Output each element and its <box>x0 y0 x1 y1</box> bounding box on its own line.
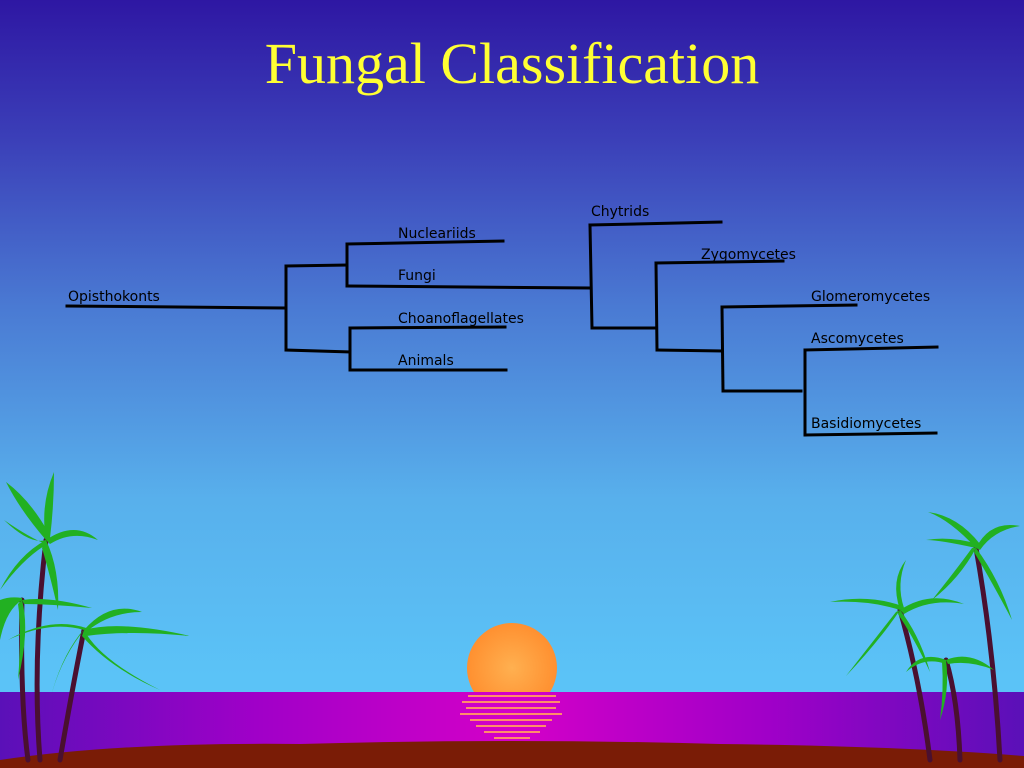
node-zygo <box>654 261 659 352</box>
branch-glomeromycetes <box>720 303 858 309</box>
label-choanoflagellates: Choanoflagellates <box>398 311 524 327</box>
island-ground <box>0 741 1024 768</box>
label-chytrids: Chytrids <box>591 204 650 220</box>
branch-lower-clade <box>284 348 352 354</box>
label-nucleariids: Nucleariids <box>398 226 476 242</box>
label-glomeromycetes: Glomeromycetes <box>811 289 931 305</box>
sun-reflection <box>460 695 562 739</box>
branch-choanoflagellates <box>348 325 507 330</box>
label-animals: Animals <box>398 353 454 369</box>
left-palm-trees <box>0 472 190 763</box>
label-fungi: Fungi <box>398 268 436 284</box>
right-palm-trees <box>830 512 1020 763</box>
node-glomero <box>720 305 725 393</box>
branch-chytrids <box>588 220 723 227</box>
node-fungi <box>588 223 594 330</box>
branch-nucleariids <box>345 239 505 246</box>
label-ascomycetes: Ascomycetes <box>811 331 904 347</box>
branch-zygo-inner <box>655 348 724 353</box>
branch-basidiomycetes <box>803 431 938 437</box>
label-zygomycetes: Zygomycetes <box>701 247 796 263</box>
slide-title: Fungal Classification <box>264 31 760 96</box>
branch-ascomycetes <box>803 345 939 352</box>
label-opisthokonts: Opisthokonts <box>68 289 160 305</box>
sun <box>467 623 557 713</box>
branch-upper-clade <box>284 263 349 268</box>
label-basidiomycetes: Basidiomycetes <box>811 416 922 432</box>
branch-opisthokonts <box>65 304 286 310</box>
branch-zygomycetes <box>654 259 785 265</box>
branch-fungi <box>345 284 592 290</box>
